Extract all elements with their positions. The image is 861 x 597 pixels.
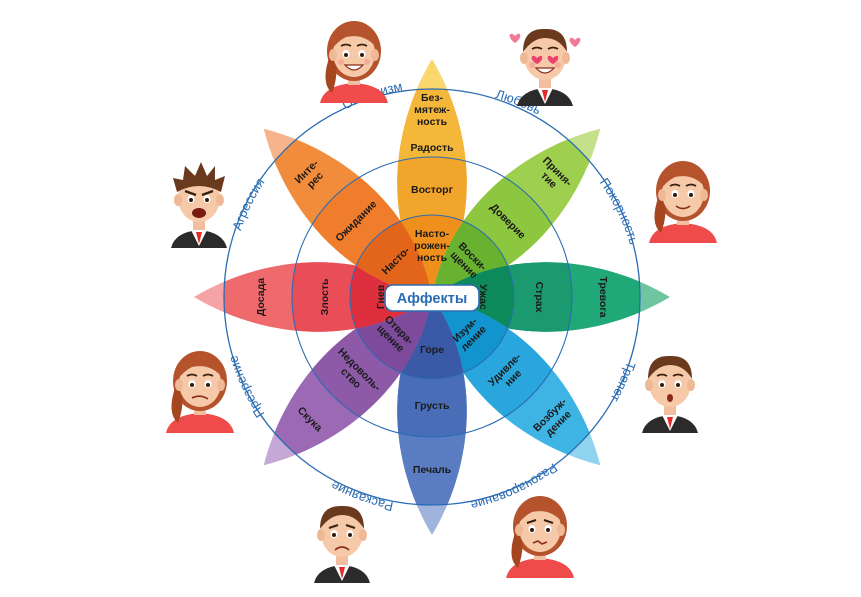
- outer-ring: [223, 88, 641, 506]
- petal-label: Грусть: [415, 400, 450, 412]
- petals-layer: [194, 59, 670, 535]
- petal-disgust: [263, 297, 432, 466]
- petal-trust: [432, 128, 601, 297]
- petal-label: Тревога: [597, 276, 609, 317]
- petal-inner-band: [397, 297, 467, 379]
- ring-label-awe: Трепет: [608, 360, 639, 405]
- petal-inner-band: [350, 262, 432, 332]
- disappoint-face: [506, 496, 574, 578]
- petal-label: Печаль: [413, 464, 452, 476]
- petal-label: Восторг: [411, 184, 454, 196]
- ring-label-contempt: Презрение: [225, 354, 267, 421]
- petal-label: Насто-рожен-ность: [414, 228, 450, 264]
- contempt-face: [166, 351, 234, 433]
- petal-anticip: [263, 128, 432, 297]
- middle-ring: [291, 156, 573, 438]
- submission-face: [649, 161, 717, 243]
- ring-label-aggression: Агрессия: [229, 175, 267, 232]
- awe-face: [642, 355, 698, 433]
- petal-surprise: [432, 297, 601, 466]
- inner-ring: [349, 214, 515, 380]
- petal-anger: [194, 262, 432, 332]
- faces-layer: [166, 21, 717, 583]
- petal-inner-band: [432, 262, 514, 332]
- center-box: [384, 284, 480, 312]
- center-badge: Аффекты: [384, 284, 480, 312]
- rings-layer: [223, 88, 641, 506]
- petal-label: Досада: [255, 278, 267, 316]
- petal-label: Горе: [420, 344, 444, 356]
- optimism-face: [320, 21, 388, 103]
- petal-sadness: [397, 297, 467, 535]
- petal-label: Злость: [319, 278, 331, 315]
- remorse-face: [314, 505, 370, 583]
- petal-label: Радость: [410, 142, 454, 154]
- petal-fear: [432, 262, 670, 332]
- ring-label-submission: Покорность: [597, 175, 642, 246]
- petal-joy: [397, 59, 467, 297]
- aggression-face: [171, 162, 227, 248]
- petal-inner-band: [397, 215, 467, 297]
- petal-label: Гнев: [375, 284, 387, 309]
- center-label: Аффекты: [397, 291, 467, 307]
- petal-label: Страх: [533, 282, 545, 313]
- petal-label: Ужас: [477, 284, 489, 310]
- love-face: [509, 28, 581, 106]
- petal-label: Без-мятеж-ность: [414, 92, 450, 128]
